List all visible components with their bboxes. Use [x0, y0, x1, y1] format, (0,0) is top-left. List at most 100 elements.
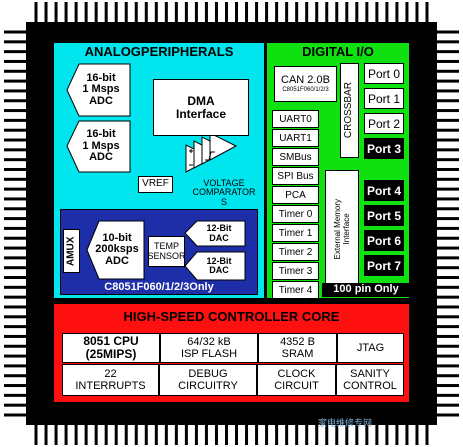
pin: [4, 393, 27, 397]
pin: [64, 424, 68, 445]
voltage-comparators-label: VOLTAGE COMPARATOR S: [192, 177, 256, 207]
pin: [436, 334, 459, 338]
pin: [436, 364, 459, 368]
pin: [4, 256, 27, 260]
pin: [365, 424, 369, 445]
pin: [245, 424, 249, 445]
pin: [4, 50, 27, 54]
pin: [4, 354, 27, 358]
pin: [4, 226, 27, 230]
pin: [4, 285, 27, 289]
port-2: Port 2: [364, 113, 404, 134]
pin: [405, 424, 409, 445]
port-1: Port 1: [364, 88, 404, 109]
pin: [214, 424, 218, 445]
pin: [144, 424, 148, 445]
pin: [114, 2, 118, 23]
pin: [436, 305, 459, 309]
pin: [4, 344, 27, 348]
pin: [436, 315, 459, 319]
pin: [436, 59, 459, 63]
pin: [436, 40, 459, 44]
pin: [184, 424, 188, 445]
pin: [436, 128, 459, 132]
pin: [174, 2, 178, 23]
pin: [74, 424, 78, 445]
pin: [436, 207, 459, 211]
pin: [204, 2, 208, 23]
can-label: CAN 2.0B: [281, 73, 330, 86]
pin: [436, 354, 459, 358]
digital-footer: 100 pin Only: [322, 283, 410, 297]
pin: [4, 128, 27, 132]
pin: [295, 2, 299, 23]
peripheral-timer-4: Timer 4: [272, 281, 319, 299]
pin: [436, 138, 459, 142]
pin: [4, 364, 27, 368]
pin: [4, 334, 27, 338]
analog-footer: C8051F060/1/2/3Only: [104, 281, 214, 294]
pin: [194, 2, 198, 23]
pin: [84, 2, 88, 23]
pin: [436, 266, 459, 270]
pin: [4, 177, 27, 181]
core-row1-cell-2: 4352 B SRAM: [258, 333, 337, 363]
pin: [154, 2, 158, 23]
pin: [436, 256, 459, 260]
pin: [74, 2, 78, 23]
pin: [194, 424, 198, 445]
pin: [4, 236, 27, 240]
pin: [44, 424, 48, 445]
core-row2-cell-1: DEBUG CIRCUITRY: [159, 364, 257, 396]
core-row2-cell-2: CLOCK CIRCUIT: [257, 364, 336, 396]
external-memory-interface: External Memory Interface: [325, 170, 359, 288]
pin: [224, 2, 228, 23]
analog-title: ANALOGPERIPHERALS: [84, 44, 234, 60]
core-row1-cell-3: JTAG: [337, 333, 404, 363]
pin: [436, 403, 459, 407]
pin: [4, 207, 27, 211]
pin: [4, 197, 27, 201]
pin: [385, 424, 389, 445]
pin: [4, 59, 27, 63]
pin: [265, 424, 269, 445]
pin: [325, 2, 329, 23]
pin: [4, 109, 27, 113]
emi-label: External Memory Interface: [332, 198, 351, 260]
pin: [64, 2, 68, 23]
pin: [4, 305, 27, 309]
pin: [436, 413, 459, 417]
pin: [4, 246, 27, 250]
pin: [405, 2, 409, 23]
pin: [295, 424, 299, 445]
pin: [305, 424, 309, 445]
peripheral-timer-2: Timer 2: [272, 243, 319, 261]
core-row2-cell-0: 22 INTERRUPTS: [62, 364, 159, 396]
pin: [285, 2, 289, 23]
pin: [436, 109, 459, 113]
pin: [335, 424, 339, 445]
temp-sensor: TEMP SENSOR: [148, 236, 186, 267]
pin: [255, 2, 259, 23]
pin: [335, 2, 339, 23]
pin: [436, 79, 459, 83]
pin: [355, 2, 359, 23]
pin: [4, 295, 27, 299]
pin: [355, 424, 359, 445]
pin: [44, 2, 48, 23]
pin: [415, 424, 419, 445]
pin: [84, 424, 88, 445]
pin: [436, 89, 459, 93]
pin: [4, 138, 27, 142]
adc-3-label: 10-bit 200ksps ADC: [95, 231, 139, 267]
peripheral-uart0: UART0: [272, 110, 319, 128]
pin: [255, 424, 259, 445]
pin: [154, 424, 158, 445]
pin: [144, 2, 148, 23]
digital-title: DIGITAL I/O: [302, 44, 374, 60]
pin: [436, 69, 459, 73]
dac-2-shape: [184, 251, 246, 281]
pin: [436, 158, 459, 162]
